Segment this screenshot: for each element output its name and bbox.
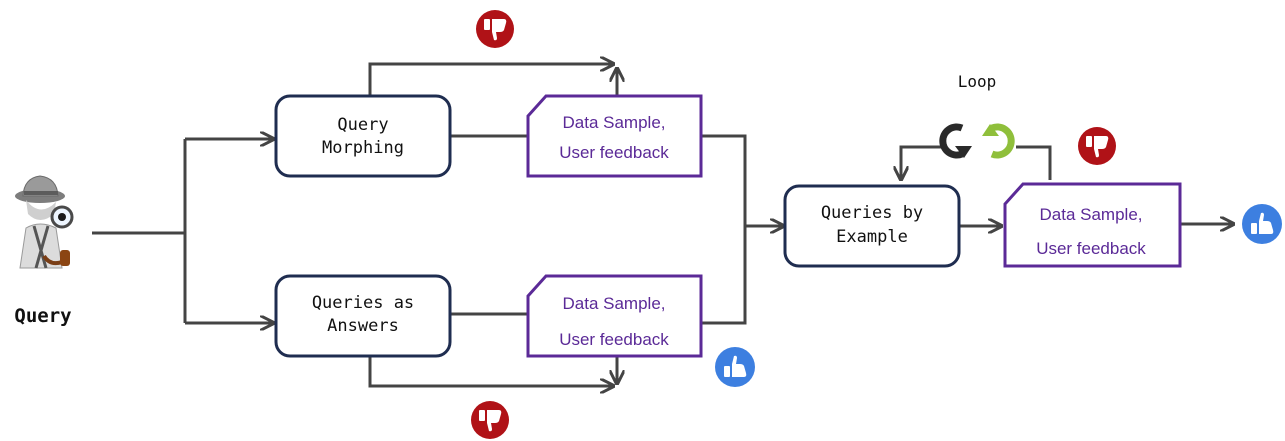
data-sample-bottom-card [526, 274, 703, 358]
loop-arrows-icon [939, 123, 1015, 159]
query-label: Query [14, 305, 71, 327]
arrow-bottom-bypass [368, 356, 612, 386]
thumbs-up-icon [1242, 204, 1282, 244]
arrow-top-bypass [368, 64, 612, 96]
detective-with-magnifier-icon [15, 175, 74, 269]
data-sample-top-line-2: User feedback [559, 143, 669, 162]
node-query-morphing-box [274, 94, 452, 178]
thumbs-up-icon [715, 347, 755, 387]
thumbs-down-icon [476, 10, 514, 48]
thumbs-down-icon [1078, 127, 1116, 165]
connector-merge [701, 134, 747, 325]
node-query-morphing-label-line-1: Query [337, 115, 388, 135]
node-query-morphing: Query Morphing [274, 94, 452, 178]
node-queries-by-example: Queries by Example [783, 184, 961, 268]
node-queries-as-answers-box [274, 274, 452, 358]
node-queries-by-example-box [783, 184, 961, 268]
thumbs-down-icon [471, 401, 509, 439]
node-queries-as-answers: Queries as Answers [274, 274, 452, 358]
data-sample-top-line-1: Data Sample, [563, 113, 666, 132]
loop-label: Loop [958, 72, 997, 91]
data-sample-right-line-2: User feedback [1036, 239, 1146, 258]
node-queries-by-example-label-line-1: Queries by [821, 203, 923, 223]
loop-return-left [901, 145, 943, 178]
node-queries-by-example-label-line-2: Example [836, 227, 908, 247]
data-sample-right-card [1003, 182, 1182, 268]
node-queries-as-answers-label-line-2: Answers [327, 316, 399, 336]
data-sample-top-card [526, 94, 703, 178]
connectors [92, 64, 1232, 386]
data-sample-bottom-line-2: User feedback [559, 330, 669, 349]
node-queries-as-answers-label-line-1: Queries as [312, 293, 414, 313]
node-query-morphing-label-line-2: Morphing [322, 138, 404, 158]
data-sample-right: Data Sample, User feedback [1003, 182, 1182, 268]
query-source: Query [14, 175, 74, 327]
loop: Loop [939, 72, 1015, 159]
data-sample-bottom-line-1: Data Sample, [563, 294, 666, 313]
data-sample-right-line-1: Data Sample, [1040, 205, 1143, 224]
loop-return-right [1016, 145, 1052, 180]
data-sample-top: Data Sample, User feedback [526, 94, 703, 178]
data-sample-bottom: Data Sample, User feedback [526, 274, 703, 358]
